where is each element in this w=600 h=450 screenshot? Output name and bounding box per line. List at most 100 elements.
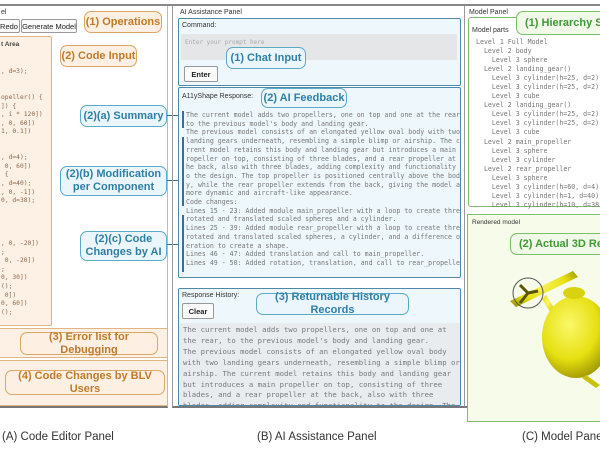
panel-title: Model Panel [469, 9, 508, 16]
history-line: with two landing gears underneath, resem… [183, 357, 460, 367]
hierarchy-item: Level 3 cylinder(h=25, d=2) [476, 119, 600, 128]
rear-propeller-highlight [512, 277, 544, 309]
code-line: , 0, 60]) [1, 119, 36, 127]
rendered-3d-model[interactable] [468, 215, 600, 421]
code-line [1, 223, 43, 232]
response-box: A11yShape Response: The current model ad… [178, 87, 461, 278]
code-line: { [1, 171, 9, 179]
enter-button[interactable]: Enter [184, 66, 218, 82]
code-line: , d=4); [1, 154, 28, 162]
clear-button[interactable]: Clear [182, 303, 214, 319]
code-line: (); [1, 283, 13, 291]
history-line: blades, adding complexity and functional… [183, 401, 456, 406]
redo-button[interactable]: Redo [0, 19, 20, 33]
response-line: landing gears underneath, resembling a s… [186, 137, 461, 146]
hierarchy-tree[interactable]: Level 1 Full Model Level 2 body Level 3 … [476, 38, 600, 210]
code-line: 1, 0.1]) [1, 128, 32, 136]
response-line: rrent model retains this body and landin… [186, 145, 461, 154]
code-line: , 0, -1]) [1, 188, 36, 196]
hierarchy-item: Level 3 cube [476, 128, 540, 137]
callout-history: (3) Returnable History Records [256, 291, 409, 316]
caption-ai-panel: (B) AI Assistance Panel [257, 431, 377, 443]
history-line: The current model adds two propellers, o… [183, 325, 447, 334]
hierarchy-item: Level 3 cylinder(h=25, d=2) [476, 74, 600, 83]
hierarchy-item: Level 3 cylinder(h=10, d=38) [476, 200, 600, 209]
code-line: 0, -20]) [1, 257, 36, 265]
hierarchy-item: Level 2 landing_gear() [476, 101, 572, 110]
callout-hierarchy: (1) Hierarchy Str [516, 11, 600, 35]
hierarchy-item: Level 3 sphere [476, 56, 548, 65]
bracket-code-changes [182, 215, 184, 272]
rendered-model-box: Rendered model [467, 214, 600, 422]
model-panel: Model Panel Model parts Level 1 Full Mod… [465, 6, 600, 422]
history-label: Response History: [182, 292, 240, 299]
landing-gear [582, 375, 600, 388]
response-line: more dynamic and aircraft-like appearanc… [186, 189, 353, 198]
connector-modification [167, 180, 182, 181]
callout-code-changes-ai: (2)(c) Code Changes by AI [80, 231, 167, 261]
code-editor-panel: el Redo Generate Model (1) Operations t … [0, 6, 168, 408]
code-line [1, 146, 43, 155]
caption-code-editor: (A) Code Editor Panel [2, 431, 114, 443]
generate-model-button[interactable]: Generate Model [21, 19, 77, 33]
history-text: The current model adds two propellers, o… [179, 323, 460, 406]
hierarchy-item: Level 2 rear_propeller [476, 164, 572, 173]
code-line: 0, 60]) [1, 162, 32, 170]
rear-propeller [518, 283, 539, 304]
code-line: 0]) [1, 291, 17, 299]
response-line: ropeller on top, consisting of three bla… [186, 154, 461, 163]
connector-summary [167, 115, 182, 116]
connector-code-changes [167, 244, 182, 245]
response-line: rotated and translated scaled spheres, a… [186, 232, 461, 241]
ai-response-text: The current model adds two propellers, o… [186, 111, 461, 268]
ai-assistance-panel: AI Assistance Panel Command: Enter your … [172, 6, 465, 408]
history-line: the rear, to the previous model's body a… [183, 335, 430, 345]
response-line: o the design. The top propeller is posit… [186, 171, 460, 180]
prompt-input[interactable]: Enter your prompt here [181, 34, 457, 60]
code-line: , i * 120]) [1, 111, 43, 119]
code-area-label: t Area [1, 41, 20, 48]
hierarchy-item: Level 1 Full Model [476, 38, 548, 46]
code-line [1, 85, 43, 94]
history-line: but introduces a main propeller on top, … [183, 379, 443, 389]
response-line: eration to create a shape. [186, 241, 290, 250]
code-input-area[interactable]: t Area , d=3); opeller() {]) {, i * 120])… [0, 36, 52, 326]
hierarchy-item: Level 2 landing_gear() [476, 65, 572, 74]
code-line: opeller() { [1, 93, 43, 101]
code-line [1, 77, 43, 86]
bracket-summary [182, 111, 184, 128]
code-line: , d=40); [1, 179, 32, 187]
response-label: A11yShape Response: [182, 93, 254, 100]
top-rule [0, 4, 600, 6]
hierarchy-item: Level 3 cube [476, 92, 540, 101]
hierarchy-item: Level 2 main_propeller [476, 137, 572, 146]
callout-operations: (1) Operations [84, 11, 162, 33]
model-parts-box: Model parts Level 1 Full Model Level 2 b… [468, 17, 600, 210]
code-line [1, 231, 43, 240]
history-line: The previous model consists of an elonga… [183, 346, 447, 356]
hierarchy-item: Level 3 sphere [476, 146, 548, 155]
code-line [1, 137, 43, 146]
callout-error-list: (3) Error list for Debugging [20, 331, 158, 356]
response-line: y, while the rear propeller extends from… [186, 180, 460, 189]
hierarchy-item: Level 3 cylinder(h=1, d=40) [476, 191, 600, 200]
code-line: 0, d=38); [1, 197, 36, 205]
callout-blv-changes: (4) Code Changes by BLV Users [5, 370, 165, 395]
code-line: ; [1, 265, 5, 273]
callout-render: (2) Actual 3D Re [510, 233, 600, 255]
callout-code-input: (2) Code Input [60, 45, 137, 67]
code-line: , d=3); [1, 68, 28, 76]
caption-model-panel: (C) Model Pane [522, 431, 600, 443]
code-line: ]) { [1, 102, 17, 110]
command-label: Command: [182, 22, 217, 29]
response-line: Code changes: [186, 198, 238, 207]
code-line: ; [1, 248, 5, 256]
code-line [1, 60, 43, 69]
response-line: Lines 15 - 23: Added module main_propell… [186, 206, 461, 215]
code-line: (); [1, 308, 13, 316]
bracket-modification [182, 137, 184, 206]
callout-summary: (2)(a) Summary [80, 105, 167, 127]
hierarchy-item: Level 3 sphere [476, 173, 548, 182]
code-line [1, 206, 43, 215]
response-line: Lines 46 - 47: Added translation and cal… [186, 250, 425, 259]
